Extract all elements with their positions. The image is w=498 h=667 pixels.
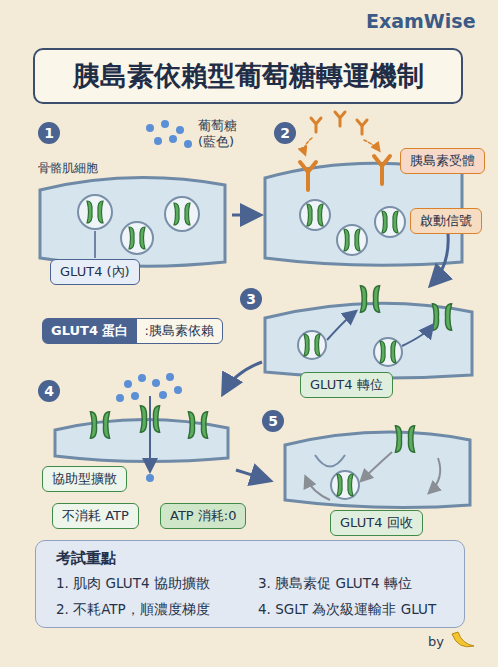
glucose-dot xyxy=(146,124,154,132)
glucose-dot xyxy=(131,392,139,400)
glucose-dot xyxy=(174,386,182,394)
label-box: 協助型擴散 xyxy=(42,466,127,492)
callout-number: 4 xyxy=(38,380,60,402)
label-box: ATP 消耗:0 xyxy=(160,503,246,529)
glut4-proteins xyxy=(87,201,452,496)
box-text: 3. 胰島素促 GLUT4 轉位 xyxy=(258,575,412,593)
box-text: 不消耗 ATP xyxy=(62,508,129,523)
insulin-receptors xyxy=(300,112,390,190)
label-box: 啟動信號 xyxy=(410,208,482,234)
credit: by xyxy=(428,634,444,649)
callout-number: 3 xyxy=(240,288,262,310)
glucose-dot xyxy=(176,126,184,134)
summary-panel: 考試重點 1. 肌肉 GLUT4 協助擴散 2. 不耗ATP，順濃度梯度 3. 胰島素… xyxy=(35,540,465,628)
glucose-dot xyxy=(138,374,146,382)
callout-number: 5 xyxy=(262,410,284,432)
glucose-dot xyxy=(159,391,167,399)
cell-label: 骨骼肌細胞 xyxy=(38,160,98,177)
banana xyxy=(452,632,474,647)
key-box: GLUT4 蛋白:胰島素依賴 xyxy=(42,318,223,344)
box-text: 考試重點 xyxy=(56,549,116,568)
box-text: 胰島素受體 xyxy=(410,153,475,168)
box-text: GLUT4 (內) xyxy=(60,264,130,279)
glucose-dot xyxy=(169,135,177,143)
glucose-dot xyxy=(166,373,174,381)
glucose-dot xyxy=(184,140,192,148)
vesicles xyxy=(78,195,405,499)
glucose-dot xyxy=(152,379,160,387)
callout-number: 1 xyxy=(38,122,60,144)
glucose-dot xyxy=(116,394,124,402)
box-text: ATP 消耗:0 xyxy=(170,508,236,523)
flow-arrows xyxy=(95,215,448,480)
box-text: GLUT4 轉位 xyxy=(310,377,383,392)
box-text: GLUT4 蛋白 xyxy=(43,319,137,343)
box-text: 啟動信號 xyxy=(420,213,472,228)
box-text: :胰島素依賴 xyxy=(137,319,222,343)
glucose-dot xyxy=(146,474,154,482)
box-text: 2. 不耗ATP，順濃度梯度 xyxy=(56,601,210,619)
glucose-dot xyxy=(154,137,162,145)
label-box: 胰島素受體 xyxy=(400,148,485,174)
label-box: 不消耗 ATP xyxy=(52,503,139,529)
glucose-dot xyxy=(124,380,132,388)
box-text: GLUT4 回收 xyxy=(340,515,413,530)
box-text: 4. SGLT 為次級運輸非 GLUT xyxy=(258,601,436,619)
label-box: GLUT4 (內) xyxy=(50,259,140,285)
title-banner: 胰島素依賴型葡萄糖轉運機制 xyxy=(33,48,463,104)
label-box: GLUT4 回收 xyxy=(330,510,423,536)
glucose-label: 葡萄糖 (藍色) xyxy=(198,118,250,149)
box-text: 協助型擴散 xyxy=(52,471,117,486)
brand: ExamWise xyxy=(366,10,476,32)
box-text: 1. 肌肉 GLUT4 協助擴散 xyxy=(56,575,210,593)
cells xyxy=(40,163,472,507)
label-box: GLUT4 轉位 xyxy=(300,372,393,398)
callout-number: 2 xyxy=(274,122,296,144)
glucose-dot xyxy=(161,120,169,128)
recycle-arrows xyxy=(306,452,440,500)
